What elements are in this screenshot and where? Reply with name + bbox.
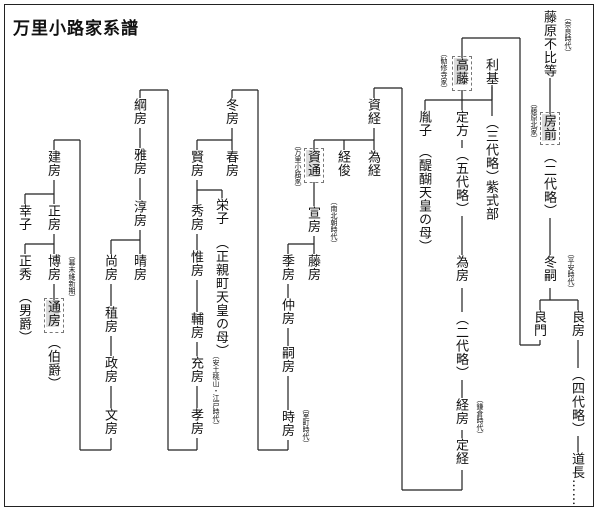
era-kanshuji: （勧修寺家） xyxy=(440,50,448,92)
node-inshi: 胤子 xyxy=(416,110,431,137)
node-michinaga: 道長…… xyxy=(569,452,584,506)
era-nanbokucho: （南北朝時代） xyxy=(330,198,338,247)
node-sachiko: 幸子 xyxy=(16,204,31,231)
node-toshimoto: 利基 xyxy=(483,58,498,85)
era-bakumatsu: （幕末維新期） xyxy=(68,252,76,301)
node-harufusa2: 晴房 xyxy=(131,254,146,281)
node-sukefusa: 輔房 xyxy=(188,312,203,339)
node-fusasaki-gen: （二代略） xyxy=(541,150,556,218)
era-madenokoji: （万里小路家） xyxy=(294,142,302,191)
node-takafuji: 高藤 xyxy=(453,58,468,85)
highlight-box-michifusa xyxy=(44,298,64,333)
node-michifusa: 通房 xyxy=(45,300,60,327)
node-nakafusa: 仲房 xyxy=(279,298,294,325)
node-fuyutsugu: 冬嗣 xyxy=(541,255,556,282)
node-koresfusa: 惟房 xyxy=(188,250,203,277)
diagram-title: 万里小路家系譜 xyxy=(13,19,139,39)
node-tamefusa: 為房 xyxy=(453,255,468,282)
node-sukemichi: 資通 xyxy=(305,150,320,177)
node-takafusa: 孝房 xyxy=(188,408,203,435)
era-heian: （平安時代） xyxy=(567,250,575,292)
highlight-box-takafuji xyxy=(452,56,472,91)
node-tatefusa: 建房 xyxy=(45,150,60,177)
node-yoshikado: 良門 xyxy=(531,310,546,337)
era-azuchi: （安土桃山・江戸時代） xyxy=(212,352,220,429)
node-masahide-note: （男爵） xyxy=(16,290,31,344)
era-kamakura: （鎌倉時代） xyxy=(476,396,484,438)
node-naofusa: 尚房 xyxy=(102,254,117,281)
diagram-frame xyxy=(4,4,594,507)
node-sadakata-gen: （五代略） xyxy=(453,148,468,216)
node-masahide: 正秀 xyxy=(16,254,31,281)
node-eiko: 栄子 xyxy=(213,198,228,225)
node-masafusa: 雅房 xyxy=(131,148,146,175)
node-tsunafusa: 綱房 xyxy=(131,98,146,125)
node-fumifusa: 文房 xyxy=(102,408,117,435)
node-yoshifusa-gen: （四代略） xyxy=(569,368,584,436)
node-yoshifusa: 良房 xyxy=(569,310,584,337)
node-harufusa: 春房 xyxy=(223,150,238,177)
node-masafusa3: 正房 xyxy=(45,204,60,231)
node-tamefusa-gen: （二代略） xyxy=(453,312,468,380)
node-masafusa2: 政房 xyxy=(102,356,117,383)
node-mitsufusa: 充房 xyxy=(188,356,203,383)
node-tsunefusa: 経房 xyxy=(453,398,468,425)
node-fujiwara-fuhito: 藤原不比等 xyxy=(541,10,556,78)
node-suefusa: 季房 xyxy=(279,254,294,281)
node-tsugufusa: 嗣房 xyxy=(279,346,294,373)
era-nara: （奈良時代） xyxy=(564,14,572,56)
node-michifusa-note: （伯爵） xyxy=(45,336,60,390)
node-sadakata: 定方 xyxy=(453,110,468,137)
node-fuyufusa: 冬房 xyxy=(223,98,238,125)
node-murasaki: 紫式部 xyxy=(483,180,498,221)
node-inshi-note: （醍醐天皇の母） xyxy=(416,145,431,253)
highlight-box-fusasaki xyxy=(540,112,560,145)
era-hokke: （藤原北家） xyxy=(530,100,538,142)
node-sadatsune: 定経 xyxy=(453,438,468,465)
node-hirofusa: 博房 xyxy=(45,254,60,281)
node-tokifusa: 時房 xyxy=(279,410,294,437)
node-fujifusa: 藤房 xyxy=(305,254,320,281)
node-atsufusa: 淳房 xyxy=(131,200,146,227)
node-eiko-note: （正親町天皇の母） xyxy=(213,236,228,358)
node-tametsune: 為経 xyxy=(365,150,380,177)
node-tsunetoshi: 経俊 xyxy=(335,150,350,177)
highlight-box-sukemichi xyxy=(304,148,324,183)
node-nobufusa: 宣房 xyxy=(305,206,320,233)
node-toshimoto-gen: （三代略） xyxy=(483,116,498,184)
node-katafusa: 賢房 xyxy=(188,150,203,177)
node-suketsune: 資経 xyxy=(365,98,380,125)
era-muromachi: （室町時代） xyxy=(302,405,310,447)
node-hidefusa: 秀房 xyxy=(188,204,203,231)
node-tanefusa: 稙房 xyxy=(102,306,117,333)
node-fusasaki: 房前 xyxy=(541,114,556,141)
